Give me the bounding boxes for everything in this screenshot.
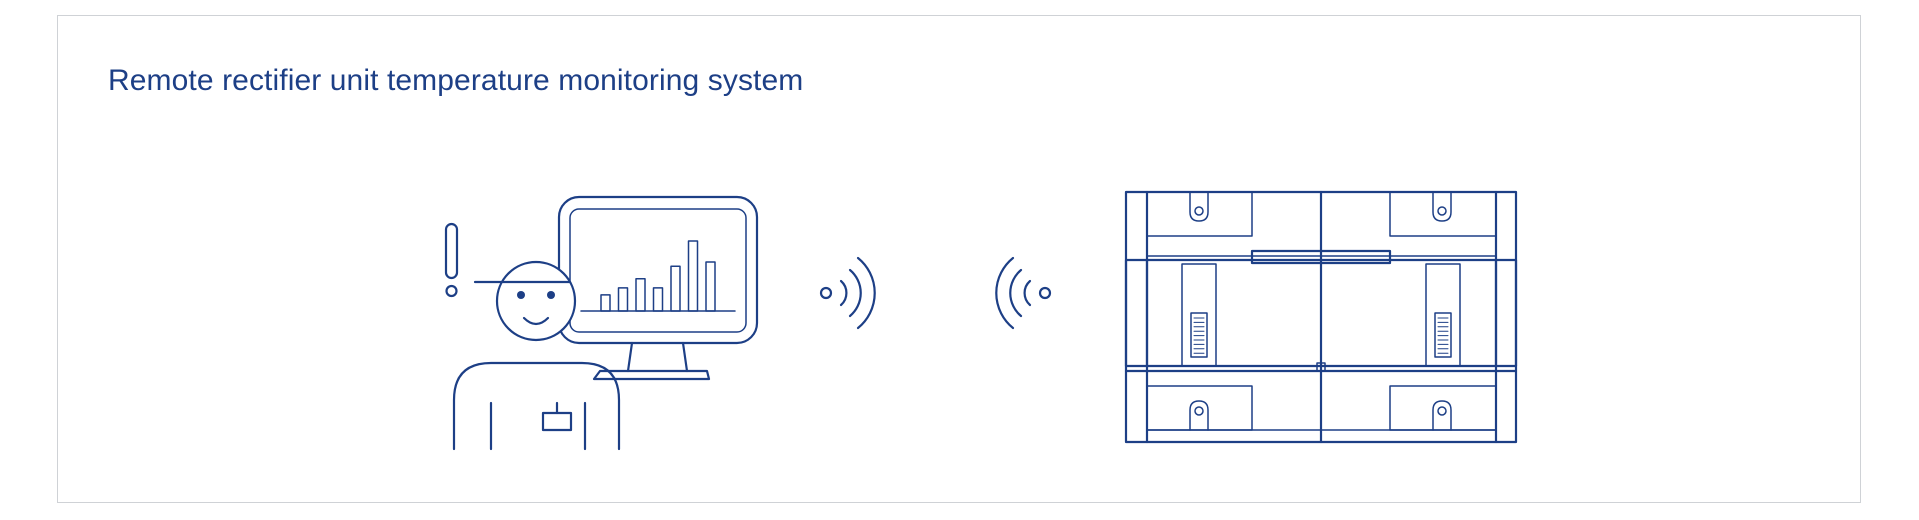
monitor-bar <box>670 265 681 312</box>
monitor-bar-chart-icon <box>557 195 759 381</box>
alert-exclamation-icon <box>444 222 459 298</box>
monitor-bar <box>687 240 699 312</box>
monitor-bar <box>635 278 646 312</box>
vent-grille-right <box>1437 317 1449 354</box>
monitor-bar <box>600 294 611 312</box>
wireless-signal-out-icon <box>819 256 876 330</box>
monitor-bar-chart <box>600 240 716 312</box>
wireless-signal-in-icon <box>995 256 1052 330</box>
diagram-card <box>57 15 1861 503</box>
vent-grille-left <box>1193 317 1205 354</box>
monitor-bar <box>617 287 629 312</box>
diagram-title: Remote rectifier unit temperature monito… <box>108 64 804 97</box>
monitor-bar <box>705 261 716 312</box>
operator-person-icon <box>452 260 621 451</box>
monitor-bar <box>652 287 664 312</box>
rectifier-cabinet-icon <box>1124 190 1518 444</box>
